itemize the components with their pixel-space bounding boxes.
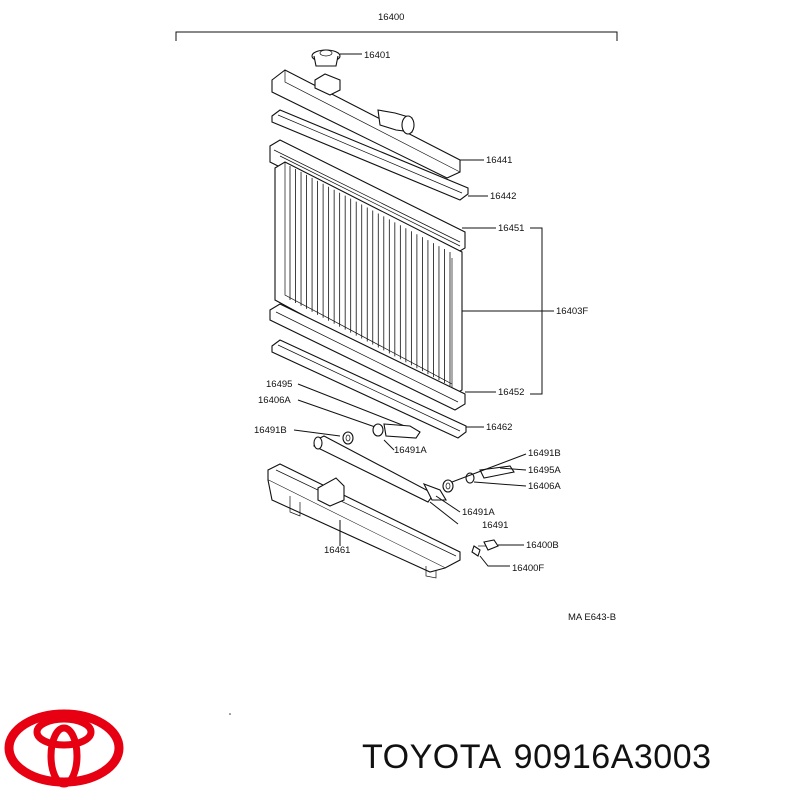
radiator-pipe — [313, 435, 447, 503]
label-16452: 16452 — [498, 387, 524, 398]
radiator-cap — [311, 49, 341, 67]
assembly-bracket — [175, 31, 618, 41]
lower-gasket — [271, 339, 467, 439]
label-16442: 16442 — [490, 191, 516, 202]
part-number: 90916A3003 — [513, 738, 712, 776]
label-16401: 16401 — [364, 50, 390, 61]
label-16491B-left: 16491B — [254, 425, 287, 436]
label-16491A-left: 16491A — [394, 445, 427, 456]
label-16495A: 16495A — [528, 465, 561, 476]
label-16403F: 16403F — [556, 306, 588, 317]
label-16491A-right: 16491A — [462, 507, 495, 518]
label-16400: 16400 — [378, 12, 404, 23]
label-16400F: 16400F — [512, 563, 544, 574]
label-16462: 16462 — [486, 422, 512, 433]
label-16441: 16441 — [486, 155, 512, 166]
label-16451: 16451 — [498, 223, 524, 234]
left-fitting — [342, 423, 421, 445]
upper-gasket — [271, 109, 469, 201]
drain-cock — [478, 539, 499, 551]
upper-tank — [271, 69, 461, 179]
label-16461: 16461 — [324, 545, 350, 556]
label-16400B: 16400B — [526, 540, 559, 551]
brand-name: TOYOTA — [362, 738, 502, 776]
radiator-core — [269, 139, 466, 411]
drain-plug — [471, 545, 481, 557]
label-16406A-right: 16406A — [528, 481, 561, 492]
label-16491: 16491 — [482, 520, 508, 531]
part-caption: TOYOTA 90916A3003 — [362, 738, 724, 777]
label-16495: 16495 — [266, 379, 292, 390]
reference-code: MA E643-B — [568, 612, 616, 623]
right-fitting — [442, 465, 515, 493]
label-16406A-left: 16406A — [258, 395, 291, 406]
lower-tank — [267, 463, 461, 579]
toyota-logo — [4, 709, 124, 788]
core-fins — [289, 166, 451, 386]
label-16491B-right: 16491B — [528, 448, 561, 459]
